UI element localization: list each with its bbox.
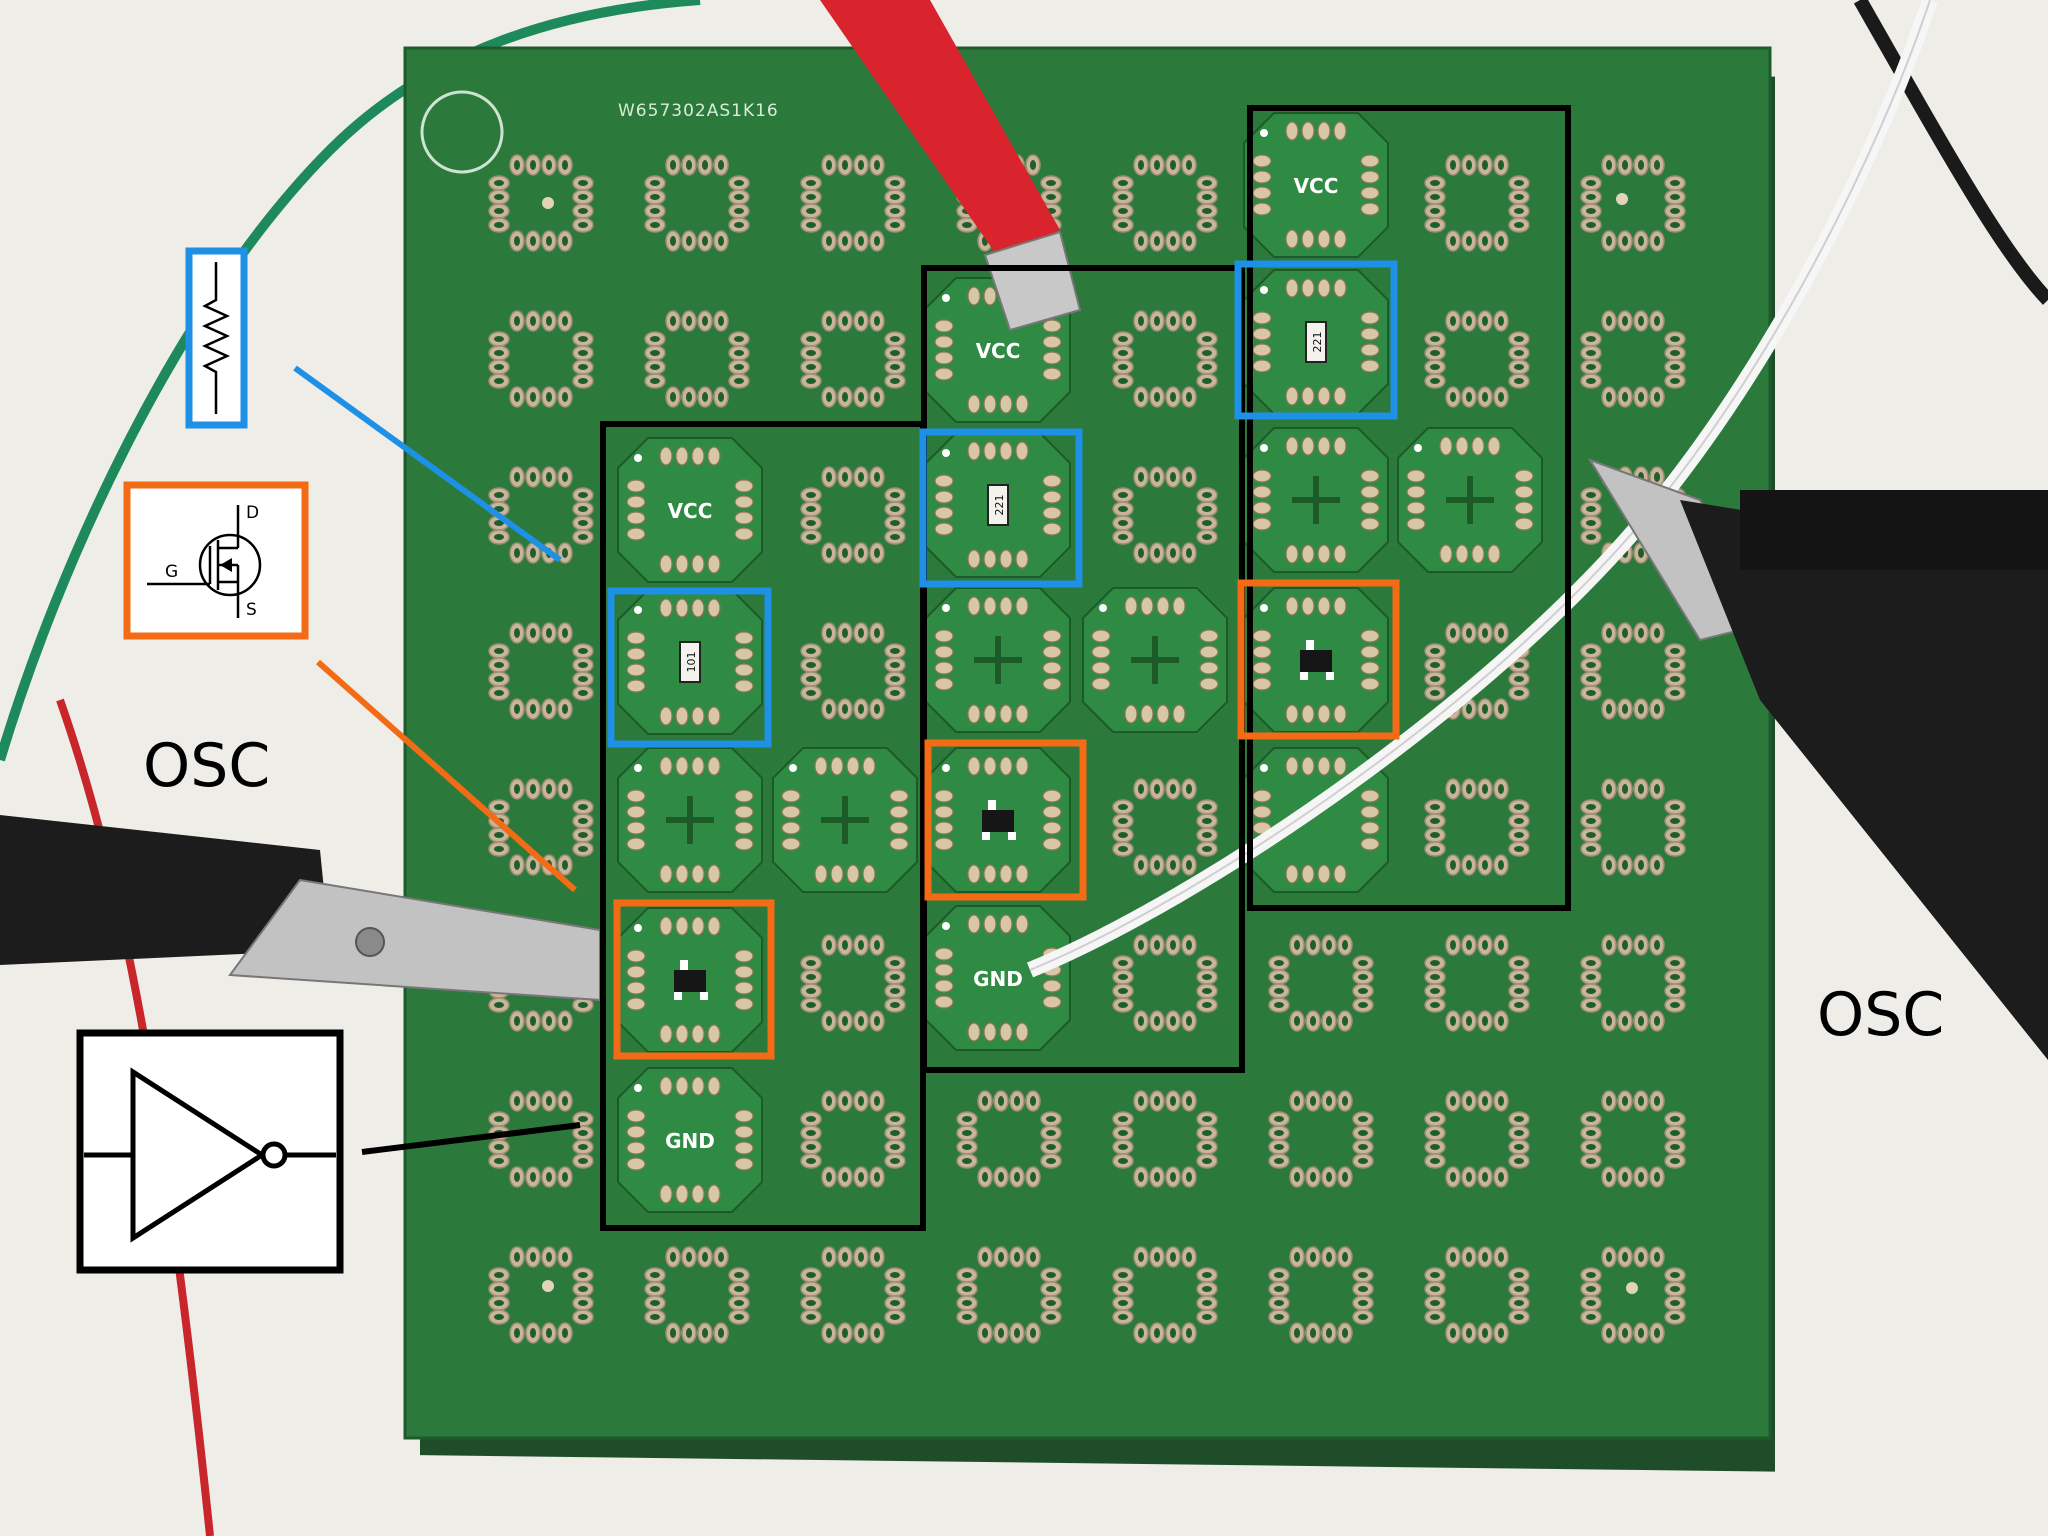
fiducial-bottom-left <box>542 1280 554 1292</box>
module-gnd-middle: GND <box>925 905 1071 1051</box>
fiducial-bottom-right <box>1626 1282 1638 1294</box>
module-label: GND <box>665 1129 715 1153</box>
osc-label-right: OSC <box>1817 980 1944 1050</box>
resistor-box-right <box>1234 260 1398 420</box>
module-blank-right <box>1243 427 1389 573</box>
black-wire-right <box>1853 0 2048 305</box>
module-blank-left <box>617 747 763 893</box>
fiducial-top-left <box>542 197 554 209</box>
module-label: VCC <box>1294 174 1339 198</box>
mounting-hole <box>420 90 504 174</box>
mosfet-source-label: S <box>246 600 257 620</box>
mosfet-icon <box>147 505 262 618</box>
mosfet-drain-label: D <box>246 503 259 523</box>
module-vcc-right: VCC <box>1243 112 1389 258</box>
module-resistor-left: 101 <box>617 589 763 735</box>
module-blank-middle <box>925 587 1071 733</box>
module-label: VCC <box>668 499 713 523</box>
mosfet-box-left <box>613 899 775 1060</box>
module-mosfet-right <box>1243 587 1389 733</box>
annotation-boxes <box>600 105 1571 1231</box>
module-mosfet-middle <box>925 747 1071 893</box>
module-blank-right-2 <box>1397 427 1543 573</box>
module-gnd-left: GND <box>617 1067 763 1213</box>
black-probe-right <box>1740 490 2048 570</box>
inverter-leader-line <box>361 1122 581 1155</box>
osc-label-left: OSC <box>143 731 270 801</box>
resistor-box-middle <box>919 428 1083 588</box>
mosfet-gate-label: G <box>165 562 178 582</box>
group-box-right <box>1247 105 1571 911</box>
resistor-box-left <box>607 587 772 748</box>
green-wire <box>0 0 701 762</box>
resistor-icon <box>201 262 231 414</box>
module-vcc-left: VCC <box>617 437 763 583</box>
board-part-number: W657302AS1K16 <box>618 101 779 121</box>
resistor-code: 221 <box>1311 332 1324 353</box>
mosfet-box-right <box>1237 579 1400 740</box>
fiducial-top-right <box>1616 193 1628 205</box>
black-clip-right <box>1587 458 2048 1060</box>
modules: VCC 101 GND VCC 221 GND VCC 221 <box>617 112 1543 1213</box>
mosfet-leader-line <box>316 659 577 893</box>
inverter-legend <box>76 1029 344 1274</box>
module-resistor-right: 221 <box>1243 269 1389 415</box>
module-label: GND <box>973 967 1023 991</box>
red-alligator-clip <box>820 0 1082 332</box>
inverter-icon <box>84 1067 336 1243</box>
module-vcc-middle: VCC <box>925 277 1071 423</box>
resistor-legend <box>185 247 248 429</box>
module-blank-middle-2 <box>1082 587 1228 733</box>
module-label: VCC <box>976 339 1021 363</box>
mosfet-legend: G D S <box>123 481 309 640</box>
resistor-code: 221 <box>993 495 1006 516</box>
mosfet-box-middle <box>924 739 1087 901</box>
resistor-code: 101 <box>685 652 698 673</box>
module-resistor-middle: 221 <box>925 432 1071 578</box>
module-mosfet-left <box>617 907 763 1053</box>
module-blank-left-2 <box>772 747 918 893</box>
black-clip-left <box>0 815 601 1002</box>
resistor-leader-line <box>293 365 562 563</box>
